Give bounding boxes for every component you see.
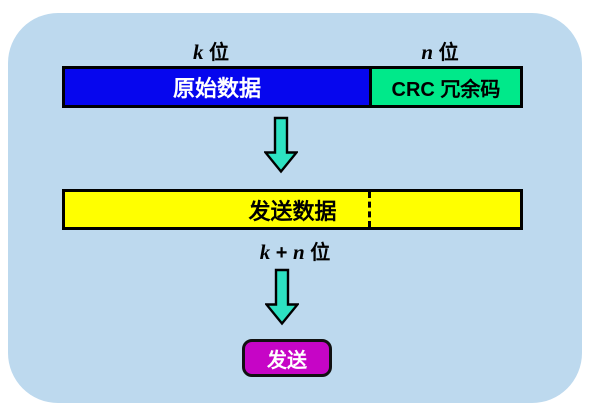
n-unit: 位 [433, 42, 459, 64]
down-arrow-shape [264, 116, 298, 174]
send-data-bar: 发送数据 [62, 189, 523, 230]
kn-unit: 位 [304, 242, 331, 264]
send-data-label: 发送数据 [248, 198, 337, 224]
k-unit: 位 [203, 42, 230, 64]
label-k-bits: k 位 [146, 36, 276, 65]
original-data-label: 原始数据 [172, 76, 261, 101]
send-button-label: 发送 [267, 349, 307, 372]
n-variable: n [293, 240, 305, 264]
k-variable: k [192, 40, 204, 64]
down-arrow-shape [265, 268, 299, 326]
label-n-bits: n 位 [375, 36, 505, 65]
plus-sign: + [270, 242, 294, 264]
crc-code-bar: CRC 冗余码 [369, 66, 523, 108]
down-arrow-icon [264, 116, 298, 174]
original-data-bar: 原始数据 [62, 66, 372, 108]
k-variable: k [259, 240, 271, 264]
crc-code-label: CRC 冗余码 [391, 78, 501, 101]
label-k-plus-n-bits: k + n 位 [195, 236, 395, 265]
down-arrow-icon [265, 268, 299, 326]
send-button: 发送 [242, 339, 332, 377]
n-variable: n [421, 40, 434, 64]
k-n-boundary-dashed-line [368, 192, 371, 227]
